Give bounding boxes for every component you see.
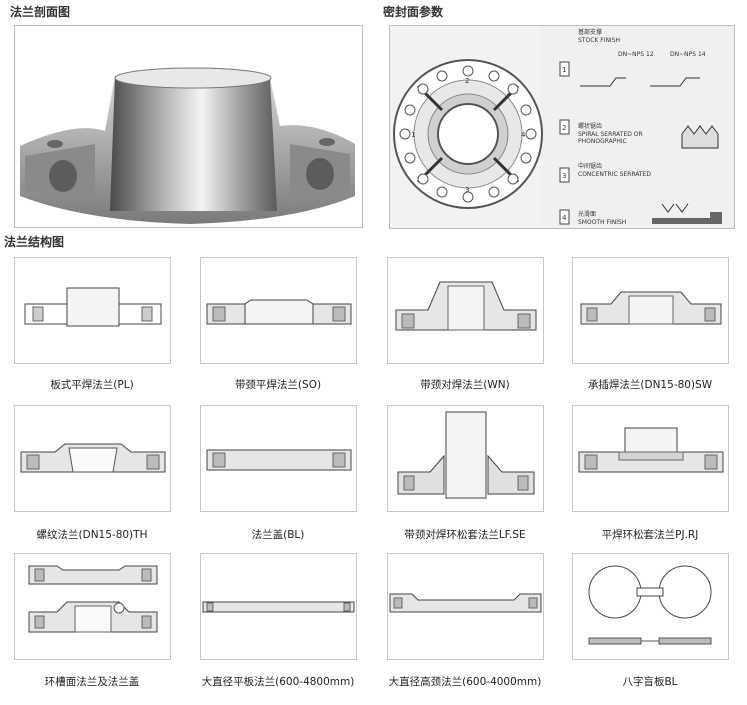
flange-drawing-large-plate	[200, 553, 357, 660]
row2-en1-label: SPIRAL SERRATED OR	[578, 131, 643, 138]
row1-cn-label: 基部支撑	[578, 28, 602, 36]
wn-flange-drawing	[395, 281, 537, 331]
caption-large-neck: 大直径高颈法兰(600-4000mm)	[388, 676, 542, 688]
row2-en2-label: PHONOGRAPHIC	[578, 138, 627, 145]
caption-spectacle-blind: 八字盲板BL	[622, 676, 678, 688]
row2-cn-label: 螺状锯齿	[578, 122, 602, 130]
face-number-4: 4	[521, 131, 526, 139]
sw-flange-drawing	[580, 291, 722, 325]
face-number-2: 2	[465, 77, 469, 85]
dn-nps-14-label: DN~NPS 14	[670, 51, 706, 58]
row4-cn-label: 光滑面	[578, 210, 596, 218]
section-heading-structure: 法兰结构图	[4, 235, 65, 249]
row-number-3: 3	[562, 172, 566, 180]
flange-drawing-pj-rj	[572, 405, 729, 512]
row4-en-label: SMOOTH FINISH	[578, 219, 626, 226]
row1-en-label: STOCK FINISH	[578, 37, 620, 44]
flange-3d-illustration	[20, 67, 355, 224]
row3-cn-label: 中间锯齿	[578, 162, 602, 170]
bl-flange-drawing	[206, 449, 352, 471]
face-number-1: 1	[411, 131, 415, 139]
flange-drawing-ring-groove	[14, 553, 171, 660]
face-number-3: 3	[465, 186, 469, 194]
th-flange-drawing	[20, 443, 166, 473]
flange-drawing-spectacle-blind	[572, 553, 729, 660]
flange-drawing-th	[14, 405, 171, 512]
row-number-4: 4	[562, 214, 567, 222]
large-neck-flange-drawing	[389, 593, 542, 613]
row3-en-label: CONCENTRIC SERRATED	[578, 171, 651, 178]
ring-groove-flange-drawing	[28, 565, 158, 633]
caption-sw: 承插焊法兰(DN15-80)SW	[587, 379, 713, 391]
caption-pl: 板式平焊法兰(PL)	[50, 379, 134, 391]
lf-se-flange-drawing	[397, 411, 535, 499]
caption-ring-groove: 环槽面法兰及法兰盖	[44, 676, 140, 688]
caption-wn: 带颈对焊法兰(WN)	[420, 379, 510, 391]
caption-bl: 法兰盖(BL)	[251, 529, 305, 541]
caption-lf-se: 带颈对焊环松套法兰LF.SE	[404, 529, 526, 541]
flange-drawing-sw	[572, 257, 729, 364]
dn-nps-12-label: DN~NPS 12	[618, 51, 654, 58]
flange-drawing-large-neck	[387, 553, 544, 660]
row-number-1: 1	[562, 66, 566, 74]
flange-drawing-wn	[387, 257, 544, 364]
section-heading-sealing: 密封面参数	[383, 5, 444, 19]
flange-drawing-so	[200, 257, 357, 364]
section-heading-cross-section: 法兰剖面图	[10, 5, 71, 19]
large-plate-flange-drawing	[202, 601, 355, 613]
spectacle-blind-drawing	[588, 565, 712, 645]
sealing-parameters-panel: 2 3 1 4 基部支撑 STOCK FINISH DN~NPS 12 DN~N…	[389, 25, 735, 229]
flange-drawing-pl	[14, 257, 171, 364]
caption-pj-rj: 平焊环松套法兰PJ.RJ	[601, 529, 699, 541]
pj-rj-flange-drawing	[578, 427, 724, 473]
flange-cross-section-image	[14, 25, 363, 228]
so-flange-drawing	[206, 299, 352, 325]
pl-flange-drawing	[24, 287, 162, 327]
caption-th: 螺纹法兰(DN15-80)TH	[36, 529, 148, 541]
flange-drawing-lf-se	[387, 405, 544, 512]
caption-so: 带颈平焊法兰(SO)	[234, 379, 322, 391]
caption-large-plate: 大直径平板法兰(600-4800mm)	[201, 676, 355, 688]
row-number-2: 2	[562, 124, 566, 132]
flange-drawing-bl	[200, 405, 357, 512]
sealing-diagram: 2 3 1 4 基部支撑 STOCK FINISH DN~NPS 12 DN~N…	[393, 26, 734, 228]
